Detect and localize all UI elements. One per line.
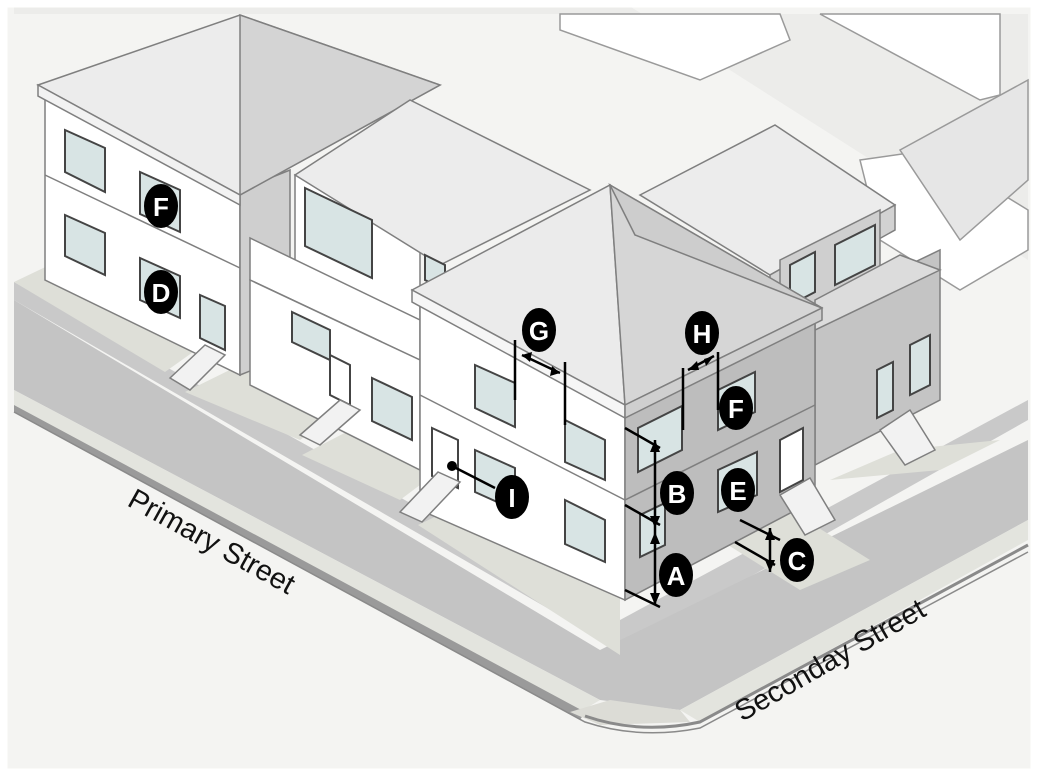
window	[64, 213, 106, 277]
house1-roof-right	[239, 13, 442, 197]
yard-3	[302, 425, 440, 500]
svg-text:G: G	[529, 316, 549, 346]
bg-building-1	[559, 13, 791, 81]
svg-text:D: D	[152, 278, 171, 308]
window	[304, 186, 373, 280]
house1-fascia	[37, 83, 241, 207]
yard-2	[185, 360, 340, 440]
svg-text:E: E	[729, 476, 746, 506]
window	[64, 128, 106, 194]
callout-f-right: F	[719, 386, 753, 430]
window	[564, 418, 606, 482]
callout-f-left: F	[144, 184, 178, 228]
background-block	[14, 0, 1028, 260]
window	[834, 223, 876, 287]
callout-c: C	[780, 538, 814, 582]
window	[371, 376, 413, 442]
corner-roof-back	[608, 183, 823, 309]
door	[779, 426, 804, 494]
callout-b: B	[660, 471, 694, 515]
svg-text:F: F	[153, 192, 169, 222]
svg-text:H: H	[693, 319, 712, 349]
callout-g: G	[522, 308, 556, 352]
corner-plaza	[570, 700, 690, 725]
door	[329, 353, 351, 407]
callout-e: E	[721, 468, 755, 512]
primary-road-edge	[14, 300, 600, 700]
stairs	[168, 344, 227, 391]
corner-house	[398, 183, 837, 602]
stairs	[398, 471, 462, 523]
callout-h: H	[685, 311, 719, 355]
window	[909, 333, 931, 397]
callout-d: D	[144, 270, 178, 314]
dimension-arrowheads	[447, 352, 775, 605]
svg-text:C: C	[788, 546, 807, 576]
secondary-sidewalk	[680, 520, 1028, 722]
stairs	[878, 408, 937, 466]
svg-text:F: F	[728, 394, 744, 424]
house-2	[249, 99, 592, 472]
svg-text:I: I	[508, 483, 515, 513]
svg-text:A: A	[667, 561, 686, 591]
door	[199, 293, 226, 352]
house2-roof	[293, 99, 592, 266]
bg-building-3-roof	[898, 78, 1029, 242]
door	[876, 360, 894, 420]
callout-i: I	[495, 475, 529, 519]
primary-sidewalk-outer	[14, 390, 600, 712]
window	[564, 498, 606, 564]
curb-line	[14, 405, 585, 720]
house-4	[638, 124, 942, 467]
window	[474, 363, 516, 429]
stairs	[298, 399, 362, 446]
callout-a: A	[659, 553, 693, 597]
corner-fascia-right	[624, 306, 823, 420]
svg-text:B: B	[668, 479, 687, 509]
stairs	[778, 476, 837, 536]
curb-curve	[584, 543, 1029, 729]
yard-4	[418, 500, 620, 655]
curb-curve-inner	[13, 411, 1029, 734]
window	[637, 404, 683, 474]
